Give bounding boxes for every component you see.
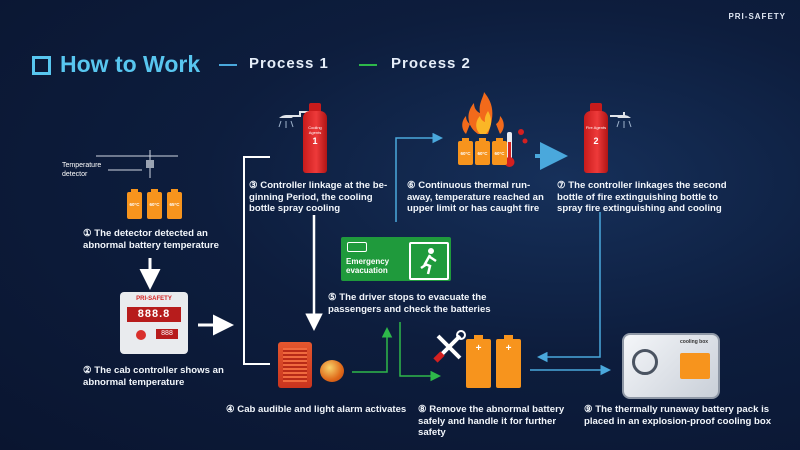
fire-extinguisher-icon: Fire Agents 2 [584, 111, 608, 173]
audible-alarm-icon [278, 342, 312, 388]
extinguisher-valve [590, 103, 602, 112]
step5-caption: ⑤ The driver stops to evacuate the passe… [328, 292, 491, 315]
battery-icon: 60°C [127, 189, 142, 219]
step1-caption: ① The detector detected an abnormal batt… [83, 228, 219, 251]
extinguisher-valve [309, 103, 321, 112]
legend-line-process1 [219, 64, 237, 66]
step7-caption: ⑦ The controller linkages the second bot… [557, 180, 727, 214]
explosion-proof-cooling-box: cooling box [622, 333, 720, 399]
alarm-light-icon [320, 360, 344, 382]
battery-icon: 60°C [475, 138, 490, 165]
title-square-icon [32, 56, 51, 75]
emergency-evacuation-sign: Emergency evacuation [341, 237, 451, 281]
process1-line-down [537, 212, 601, 363]
process2-line-up [352, 327, 393, 373]
step8-caption: ⑧ Remove the abnormal battery safely and… [418, 404, 565, 438]
battery-icon: 60°C [147, 189, 162, 219]
process2-line-down [399, 322, 441, 382]
page-title: How to Work [60, 51, 201, 77]
step9-caption: ⑨ The thermally runaway battery pack is … [584, 404, 772, 427]
cooling-extinguisher-icon: Cooling Agents 1 [303, 111, 327, 173]
running-person-icon [409, 242, 449, 280]
battery-icon: 60°C [458, 138, 473, 165]
battery-icon: 60°C [492, 138, 507, 165]
step4-caption: ④ Cab audible and light alarm activates [226, 404, 407, 415]
bracket-line [243, 156, 270, 365]
legend-label-process1: Process 1 [249, 55, 329, 72]
detector-label: Temperature detector [62, 162, 102, 178]
brand-logo: PRI-SAFETY [728, 12, 786, 21]
legend-line-process2 [359, 64, 377, 66]
legend-label-process2: Process 2 [391, 55, 471, 72]
battery-icon: + [466, 335, 491, 388]
battery-icon: + [496, 335, 521, 388]
process1-line-up [395, 132, 443, 222]
cab-controller-icon: PRI-SAFETY 888.8 888 [120, 292, 188, 354]
step2-caption: ② The cab controller shows an abnormal t… [83, 365, 224, 388]
battery-icon: 65°C [167, 189, 182, 219]
step3-caption: ③ Controller linkage at the be-ginning P… [249, 180, 388, 214]
step6-caption: ⑥ Continuous thermal run-away, temperatu… [407, 180, 544, 214]
